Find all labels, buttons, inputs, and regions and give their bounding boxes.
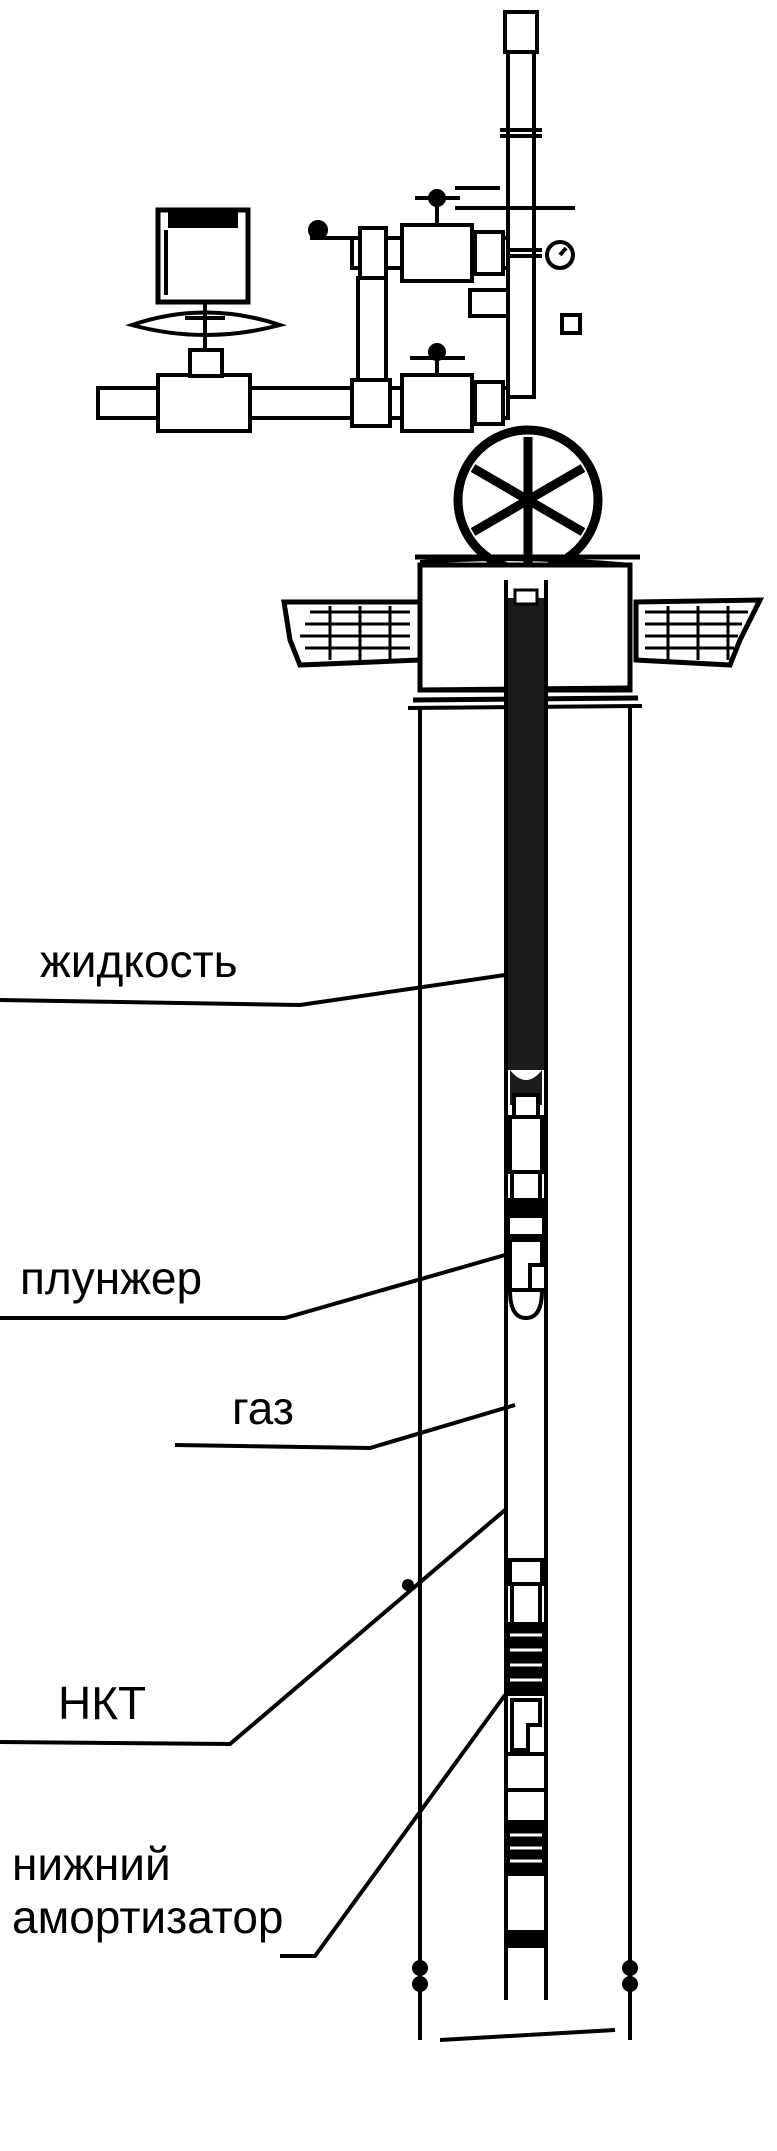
label-lower-shock-absorber-line1: нижний [12,1838,171,1890]
lubricator-pipe [506,50,536,399]
leader-plunger [0,1253,506,1320]
bypass-pipe [356,276,388,388]
surface-equipment [96,10,603,575]
leader-tubing [0,1508,507,1747]
leader-shock-absorber [280,1693,507,1958]
pressure-gauge-icon [545,240,575,270]
liquid-column [508,598,544,1070]
flange-hatching-left [300,606,410,660]
leader-gas [174,1403,516,1451]
leader-liquid [0,973,506,1008]
lower-shock-absorber [504,1558,548,1948]
label-tubing: НКТ [58,1677,147,1729]
label-gas: газ [232,1382,294,1434]
wellhead [281,554,765,710]
flange-hatching-right [645,606,748,660]
lubricator-cap [503,10,539,54]
sheave-wheel-icon [453,425,603,575]
plunger [506,1093,546,1321]
label-liquid: жидкость [40,935,238,987]
casing [402,706,638,2042]
label-lower-shock-absorber: нижний амортизатор [12,1838,284,1944]
leader-lines [0,973,516,1958]
label-plunger: плунжер [20,1252,203,1304]
tubing [504,580,548,2000]
label-lower-shock-absorber-line2: амортизатор [12,1890,284,1943]
